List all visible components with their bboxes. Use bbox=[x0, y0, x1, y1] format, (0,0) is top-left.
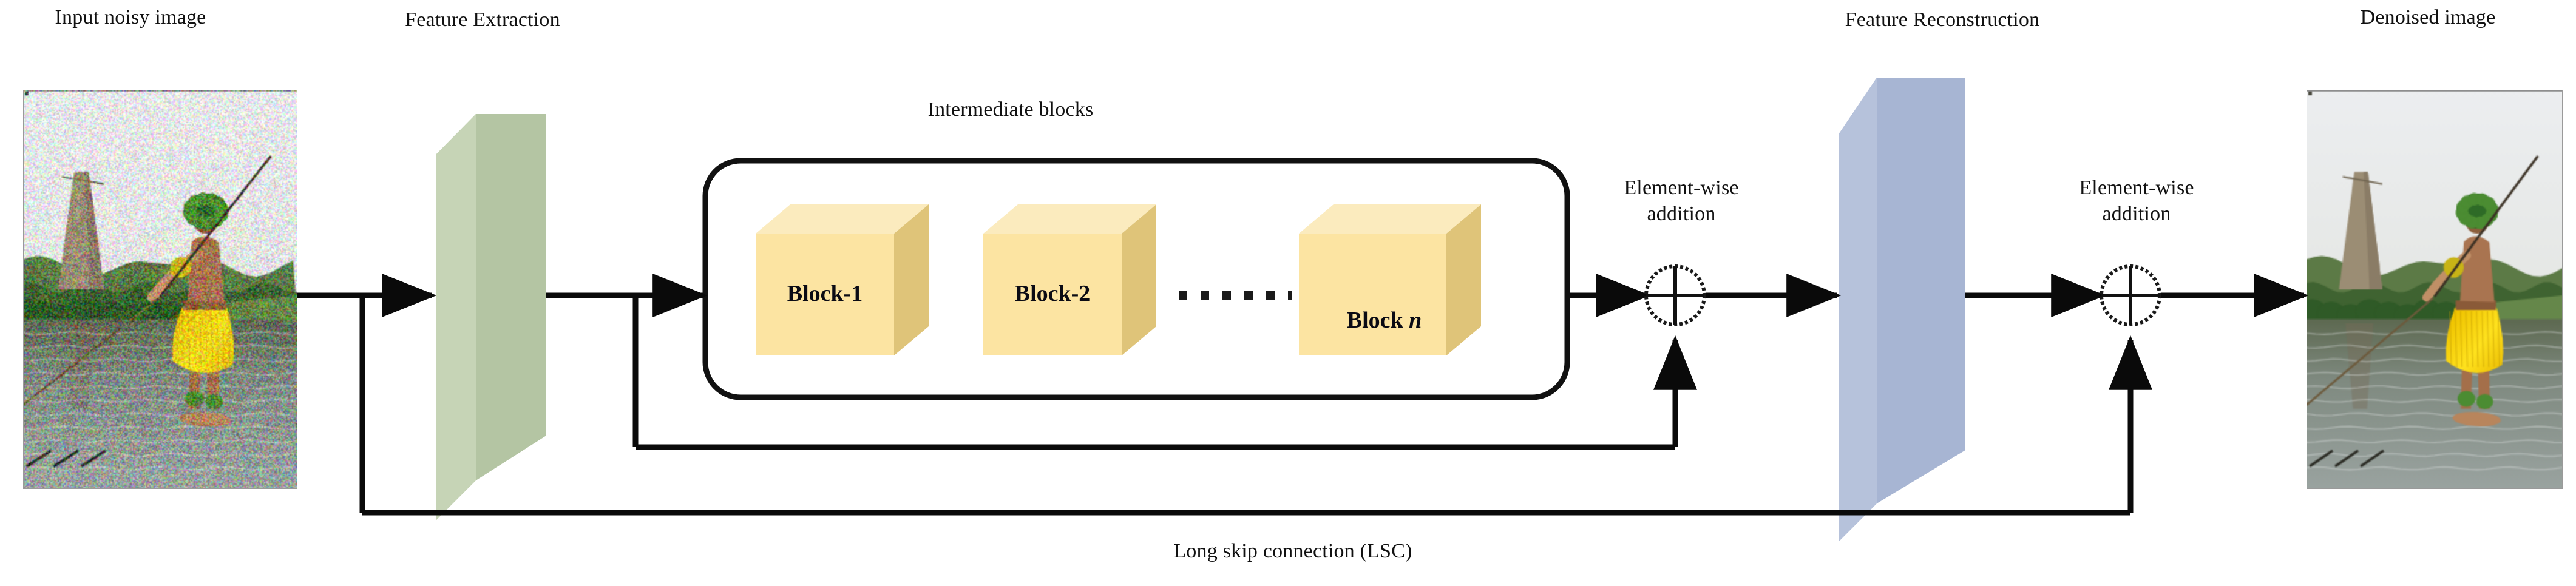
denoised-image bbox=[2307, 90, 2563, 489]
label-elementwise-addition-2-line1: Element-wise bbox=[2021, 176, 2252, 200]
block-n-label-text: Block bbox=[1347, 308, 1409, 333]
input-noisy-image bbox=[23, 90, 297, 489]
label-denoised-image: Denoised image bbox=[2300, 5, 2555, 30]
label-elementwise-addition-1-line1: Element-wise bbox=[1566, 176, 1797, 200]
block-1-side-face bbox=[894, 204, 929, 355]
elementwise-addition-2-icon bbox=[2101, 266, 2160, 325]
label-feature-extraction: Feature Extraction bbox=[331, 7, 634, 32]
feature-extraction-top-face bbox=[436, 114, 546, 155]
feature-extraction-front-face bbox=[476, 114, 546, 480]
block-1-label: Block-1 bbox=[756, 280, 894, 307]
feature-reconstruction-front-face bbox=[1877, 78, 1965, 503]
feature-extraction-side-face bbox=[436, 114, 476, 520]
feature-extraction-slab bbox=[436, 114, 546, 520]
block-n-label-italic: n bbox=[1409, 308, 1422, 333]
feature-reconstruction-left-face bbox=[1839, 78, 1877, 541]
feature-extraction-left-face bbox=[436, 114, 476, 520]
label-intermediate-blocks: Intermediate blocks bbox=[841, 97, 1181, 122]
block-2-label: Block-2 bbox=[983, 280, 1122, 307]
label-elementwise-addition-1-line2: addition bbox=[1566, 202, 1797, 226]
label-input-noisy-image: Input noisy image bbox=[0, 5, 261, 30]
feature-reconstruction-slab bbox=[1839, 78, 1965, 541]
block-n-top-face bbox=[1299, 204, 1481, 234]
block-1-top-face bbox=[756, 204, 929, 234]
label-feature-reconstruction: Feature Reconstruction bbox=[1748, 7, 2137, 32]
feature-reconstruction-top-face bbox=[1839, 78, 1965, 133]
block-n-label: Block n bbox=[1299, 280, 1446, 360]
feature-reconstruction-side-face bbox=[1839, 78, 1877, 541]
intermediate-blocks-container bbox=[705, 161, 1567, 397]
block-2-side-face bbox=[1122, 204, 1156, 355]
label-long-skip-connection: Long skip connection (LSC) bbox=[1062, 539, 1524, 564]
block-2-top-face bbox=[983, 204, 1156, 234]
label-elementwise-addition-2-line2: addition bbox=[2021, 202, 2252, 226]
elementwise-addition-1-icon bbox=[1646, 266, 1704, 325]
block-n-side-face bbox=[1446, 204, 1481, 355]
